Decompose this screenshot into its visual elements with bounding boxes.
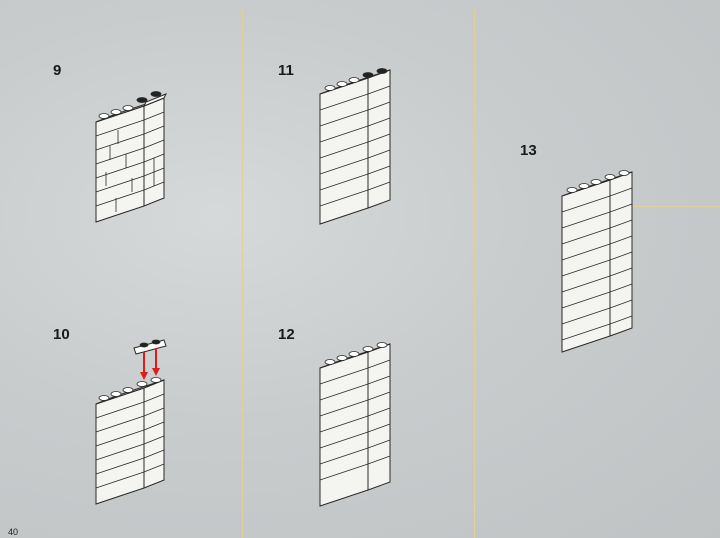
step-number-10: 10 xyxy=(53,326,70,343)
step-12-brick-wall xyxy=(319,342,391,507)
step-11-brick-wall xyxy=(319,68,391,225)
panel-divider-1 xyxy=(242,10,243,538)
panel-divider-2 xyxy=(474,10,475,538)
connector-line xyxy=(633,206,720,207)
step-9-brick-wall xyxy=(95,91,168,223)
step-number-9: 9 xyxy=(53,62,62,79)
page-number: 40 xyxy=(8,527,19,537)
step-number-11: 11 xyxy=(278,62,294,79)
step-13-brick-wall xyxy=(561,170,633,353)
step-number-12: 12 xyxy=(278,326,295,343)
step-number-13: 13 xyxy=(520,142,537,159)
step-10-brick-wall xyxy=(95,339,167,505)
red-arrows xyxy=(140,348,160,380)
